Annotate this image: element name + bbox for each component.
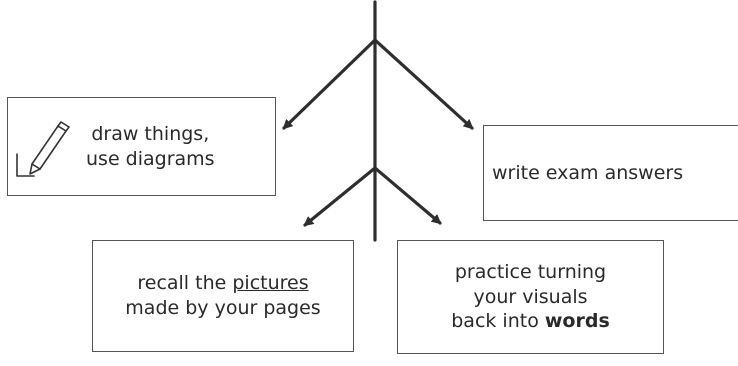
- node-draw-things: draw things, use diagrams: [7, 97, 276, 196]
- node-draw-line-2: use diagrams: [86, 147, 215, 170]
- node-recall-pictures: recall the pictures made by your pages: [92, 240, 354, 352]
- node-practice-text: practice turning your visuals back into …: [451, 260, 610, 334]
- node-write-label: write exam answers: [492, 161, 684, 184]
- node-practice-line-2: your visuals: [473, 285, 588, 308]
- node-recall-text: recall the pictures made by your pages: [125, 271, 320, 320]
- node-recall-line-1-prefix: recall the: [137, 272, 233, 295]
- node-draw-line-1: draw things,: [91, 122, 210, 145]
- node-write-exam-answers: write exam answers: [483, 125, 738, 221]
- arrow-to-draw: [282, 38, 377, 130]
- arrow-to-recall: [303, 166, 377, 227]
- node-practice-line-3-prefix: back into: [451, 310, 545, 333]
- pencil-icon: [16, 120, 70, 177]
- node-practice-line-3-emph: words: [544, 310, 610, 333]
- arrow-to-practice: [373, 166, 442, 225]
- node-practice-line-1: practice turning: [454, 260, 607, 283]
- node-practice-turning: practice turning your visuals back into …: [397, 240, 664, 354]
- node-recall-line-1: recall the pictures: [125, 271, 320, 296]
- node-recall-line-2: made by your pages: [125, 297, 321, 319]
- arrow-to-write: [373, 38, 474, 130]
- node-recall-line-1-emph: pictures: [232, 272, 309, 295]
- node-draw-text: draw things, use diagrams: [86, 122, 215, 171]
- node-practice-line-3: back into words: [451, 309, 610, 334]
